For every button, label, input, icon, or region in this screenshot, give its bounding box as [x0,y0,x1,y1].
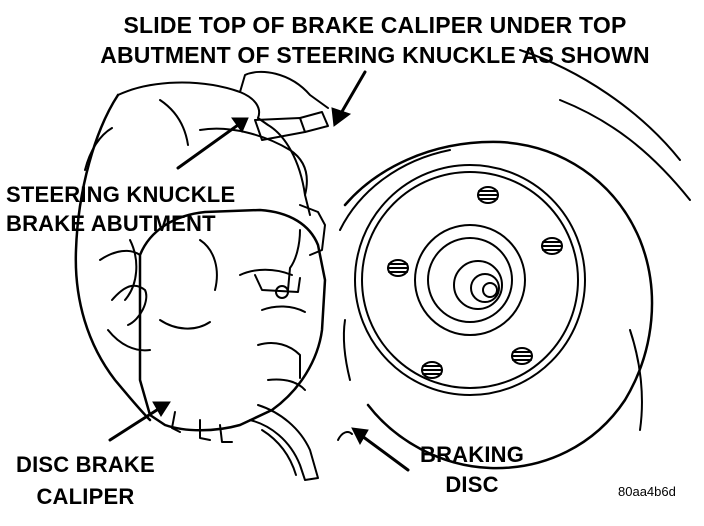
braking-disc-label: BRAKING DISC [420,442,525,497]
arrow-to-knuckle-abutment [176,117,249,170]
instruction-callout: SLIDE TOP OF BRAKE CALIPER UNDER TOP ABU… [100,12,650,68]
disc-brake-caliper-label: DISC BRAKE CALIPER [16,452,155,509]
steering-knuckle [74,70,329,422]
brake-pad-lower [249,404,319,481]
arrow-to-abutment-top [331,70,367,127]
disc-edge-tick [337,431,353,441]
arrow-to-caliper [108,401,171,442]
wheel-studs [387,186,563,379]
steering-knuckle-label: STEERING KNUCKLE BRAKE ABUTMENT [6,182,236,236]
arrow-to-disc [351,427,410,472]
brake-caliper [138,111,329,443]
braking-disc [339,49,691,470]
figure-code: 80aa4b6d [618,484,676,499]
